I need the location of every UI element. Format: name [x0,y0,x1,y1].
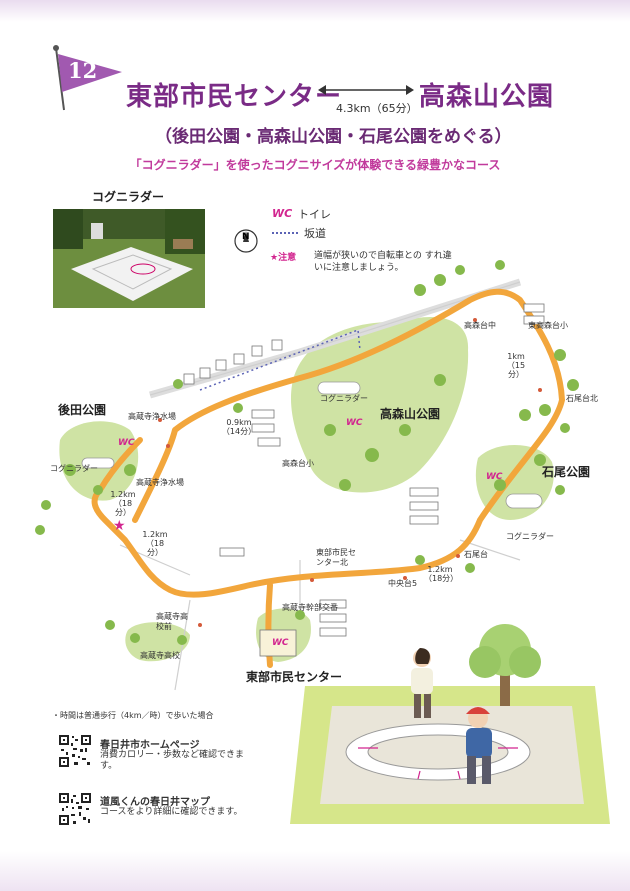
map-legend: WC トイレ 坂道 [272,204,331,242]
photo-caption: コグニラダー [92,190,165,204]
cogniladder-photo [53,209,205,308]
compass-north-icon [234,229,258,253]
distance-12-south: 1.2km（18分） [142,530,168,557]
center-green-area [256,608,311,662]
qr2-description: コースをより詳細に確認できます。 [100,807,243,817]
bottom-band [0,851,630,891]
subtitle: （後田公園・高森山公園・石尾公園をめぐる） [155,127,512,147]
caution-legend: ★注意 道幅が狭いので自転車との すれ違いに注意しましょう。 [270,250,452,273]
qr2-title: 道風くんの春日井マップ [100,797,210,808]
place-ushiroda-park: 後田公園 [58,403,107,417]
label-kousei-front: 高蔵寺高校前 [156,612,188,631]
label-ishiodai: 石尾台 [464,550,488,559]
slope-dotted-line-icon [272,231,298,234]
distance-12-west: 1.2km（18分） [110,490,136,517]
label-kousei: 高蔵寺高校 [140,651,180,660]
place-ishio-park: 石尾公園 [542,465,591,479]
qr-code-map[interactable] [58,792,92,826]
ushiroda-park-area [59,421,139,501]
route-flag-icon [53,45,122,111]
lawn-illustration [290,686,610,824]
qr1-description: 消費カロリー・歩数など確認できます。 [100,750,245,771]
total-distance-time: 4.3km（65分） [336,102,418,115]
star-icon: ★ [270,253,279,263]
toilet-mark-takamori: WC [346,418,363,428]
ishio-park-area [475,444,554,520]
caution-star-marker: ★ [113,518,126,534]
caution-label: 注意 [278,253,297,263]
toilet-legend-label: トイレ [298,207,331,221]
toilet-mark-ushiroda: WC [118,438,135,448]
time-note: ・時間は普通歩行（4km／時）で歩いた場合 [52,711,214,720]
place-takamoriyama-park: 高森山公園 [380,407,441,421]
label-ishiodai-kita: 石尾台北 [566,394,598,403]
label-higashi-takamori: 東高森台小 [528,321,568,330]
label-kogni-ishio: コグニラダー [506,532,554,541]
label-takamoridai-sho: 高森台小 [282,459,314,468]
qr1-title: 春日井市ホームページ [100,740,200,751]
toilet-mark: WC [272,207,293,220]
place-tobu-center: 東部市民センター [246,670,343,684]
slope-legend-label: 坂道 [304,226,326,240]
title-start-point: 東部市民センター [126,82,343,112]
label-kogni-takamori: コグニラダー [320,394,368,403]
toilet-mark-center: WC [272,638,289,648]
label-kanbu-police: 高蔵寺幹部交番 [282,603,338,612]
tagline: 「コグニラダー」を使ったコグニサイズが体験できる緑豊かなコース [129,158,501,172]
toilet-mark-ishio: WC [486,472,503,482]
double-arrow-icon [318,85,414,95]
label-chuodai5: 中央台5 [388,579,418,588]
route-number: 12 [68,58,98,83]
label-jousui-north: 高蔵寺浄水場 [128,412,176,421]
label-tobu-kita: 東部市民センター北 [316,548,356,567]
label-jousui: 高蔵寺浄水場 [136,478,184,487]
title-end-point: 高森山公園 [419,82,555,112]
qr-code-homepage[interactable] [58,734,92,768]
top-band [0,0,630,22]
distance-09: 0.9km（14分） [221,418,257,436]
distance-1: 1km（15分） [506,352,526,379]
distance-12-east: 1.2km（18分） [424,565,459,583]
compass-label: N [242,232,250,242]
label-takamoridai-naka: 高森台中 [464,321,496,330]
label-kogni-ushiroda: コグニラダー [50,464,98,473]
caution-text: 道幅が狭いので自転車との すれ違いに注意しましょう。 [314,251,452,273]
